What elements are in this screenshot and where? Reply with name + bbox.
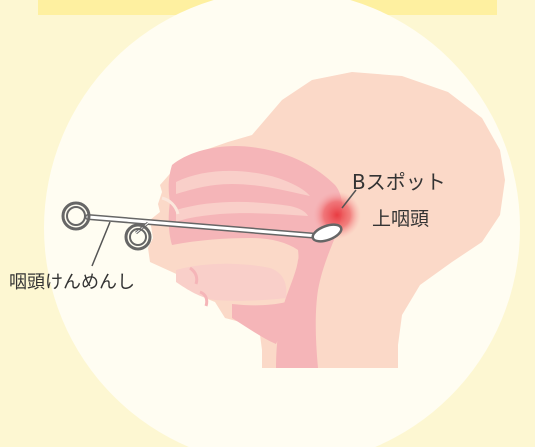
tongue bbox=[176, 263, 287, 301]
hard-palate bbox=[174, 241, 299, 263]
lower-jaw-tissue bbox=[232, 302, 287, 344]
nasal-turbinate-lower bbox=[176, 201, 308, 222]
swab-pointer-line bbox=[91, 221, 111, 267]
b-spot-pointer-line bbox=[341, 189, 357, 209]
lip-outline bbox=[189, 266, 209, 307]
ring-icon bbox=[124, 223, 152, 251]
nasopharyngeal-swab-icon bbox=[85, 214, 343, 243]
nostril-outline bbox=[161, 196, 180, 215]
epipharynx-label: 上咽頭 bbox=[372, 208, 430, 230]
b-spot-label: Bスポット bbox=[352, 170, 446, 194]
swab-tip bbox=[311, 223, 343, 243]
ring-icon bbox=[61, 201, 91, 231]
swab-label: 咽頭けんめんし bbox=[9, 272, 135, 293]
nasal-cavity bbox=[168, 145, 343, 368]
nasal-turbinate-upper bbox=[176, 170, 310, 196]
